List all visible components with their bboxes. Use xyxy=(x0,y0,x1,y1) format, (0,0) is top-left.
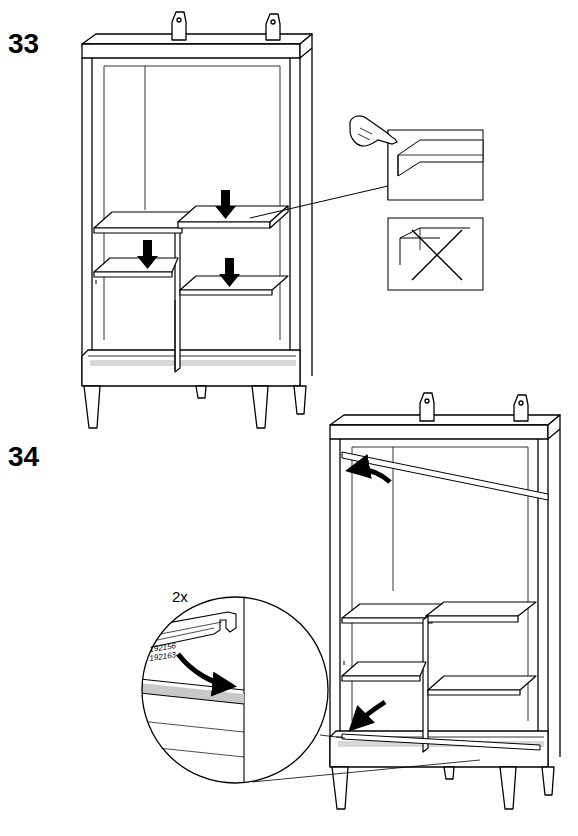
step-number: 33 xyxy=(8,30,39,58)
quantity-label: 2x xyxy=(172,589,188,604)
step-number: 34 xyxy=(8,443,39,471)
